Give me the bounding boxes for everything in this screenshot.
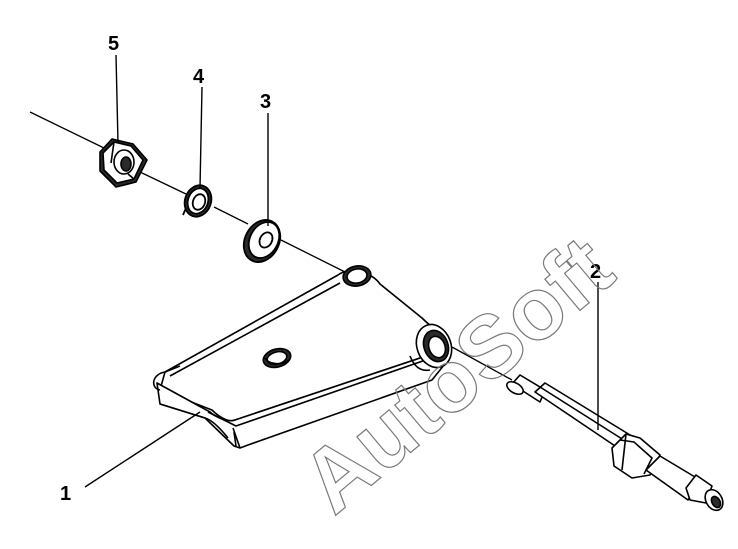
callout-3: 3 <box>260 91 271 113</box>
callout-4: 4 <box>193 66 205 88</box>
pivot-pin-icon <box>506 374 724 512</box>
lever-arm-icon <box>152 265 453 449</box>
assembly-axis <box>29 111 513 381</box>
callout-1: 1 <box>60 483 71 505</box>
callout-5: 5 <box>108 33 119 55</box>
spring-washer-icon <box>182 184 213 218</box>
leader-lines <box>84 54 599 488</box>
hex-nut-icon <box>99 138 148 188</box>
leader-4 <box>199 86 203 189</box>
leader-5 <box>115 54 119 144</box>
callout-2: 2 <box>590 261 601 283</box>
flat-washer-icon <box>242 219 282 263</box>
leader-1 <box>84 411 201 488</box>
